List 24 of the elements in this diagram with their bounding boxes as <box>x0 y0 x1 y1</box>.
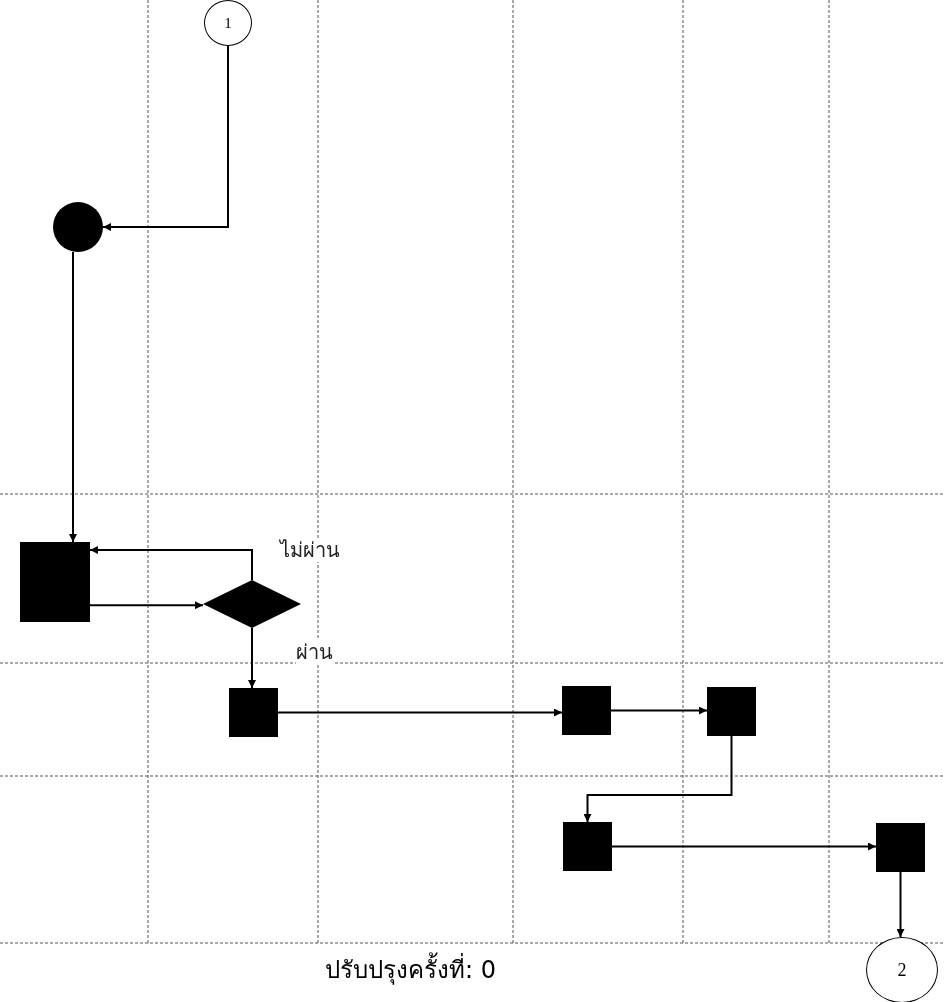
connector-circle <box>204 0 252 46</box>
process-box <box>563 822 612 871</box>
process-box <box>20 542 90 622</box>
arrow <box>248 627 256 689</box>
start-dot <box>53 202 103 252</box>
process-box <box>562 686 611 735</box>
arrow <box>611 842 877 851</box>
connector-number: 1 <box>224 14 232 32</box>
process-box <box>707 687 756 736</box>
decision-diamond <box>203 580 301 628</box>
revision-note: ปรับปรุงครั้งที่: 0 <box>325 950 496 989</box>
arrow <box>102 45 229 231</box>
arrow <box>89 546 253 581</box>
arrow <box>69 251 77 543</box>
arrow <box>896 871 905 938</box>
arrow <box>610 706 708 715</box>
arrow <box>277 708 563 717</box>
process-box <box>229 688 278 737</box>
arrow <box>583 735 733 823</box>
process-box <box>876 823 925 872</box>
arrow <box>89 601 204 610</box>
edge-label: ไม่ผ่าน <box>280 538 340 562</box>
edge-label: ผ่าน <box>296 640 333 664</box>
connector-number: 2 <box>897 959 907 981</box>
